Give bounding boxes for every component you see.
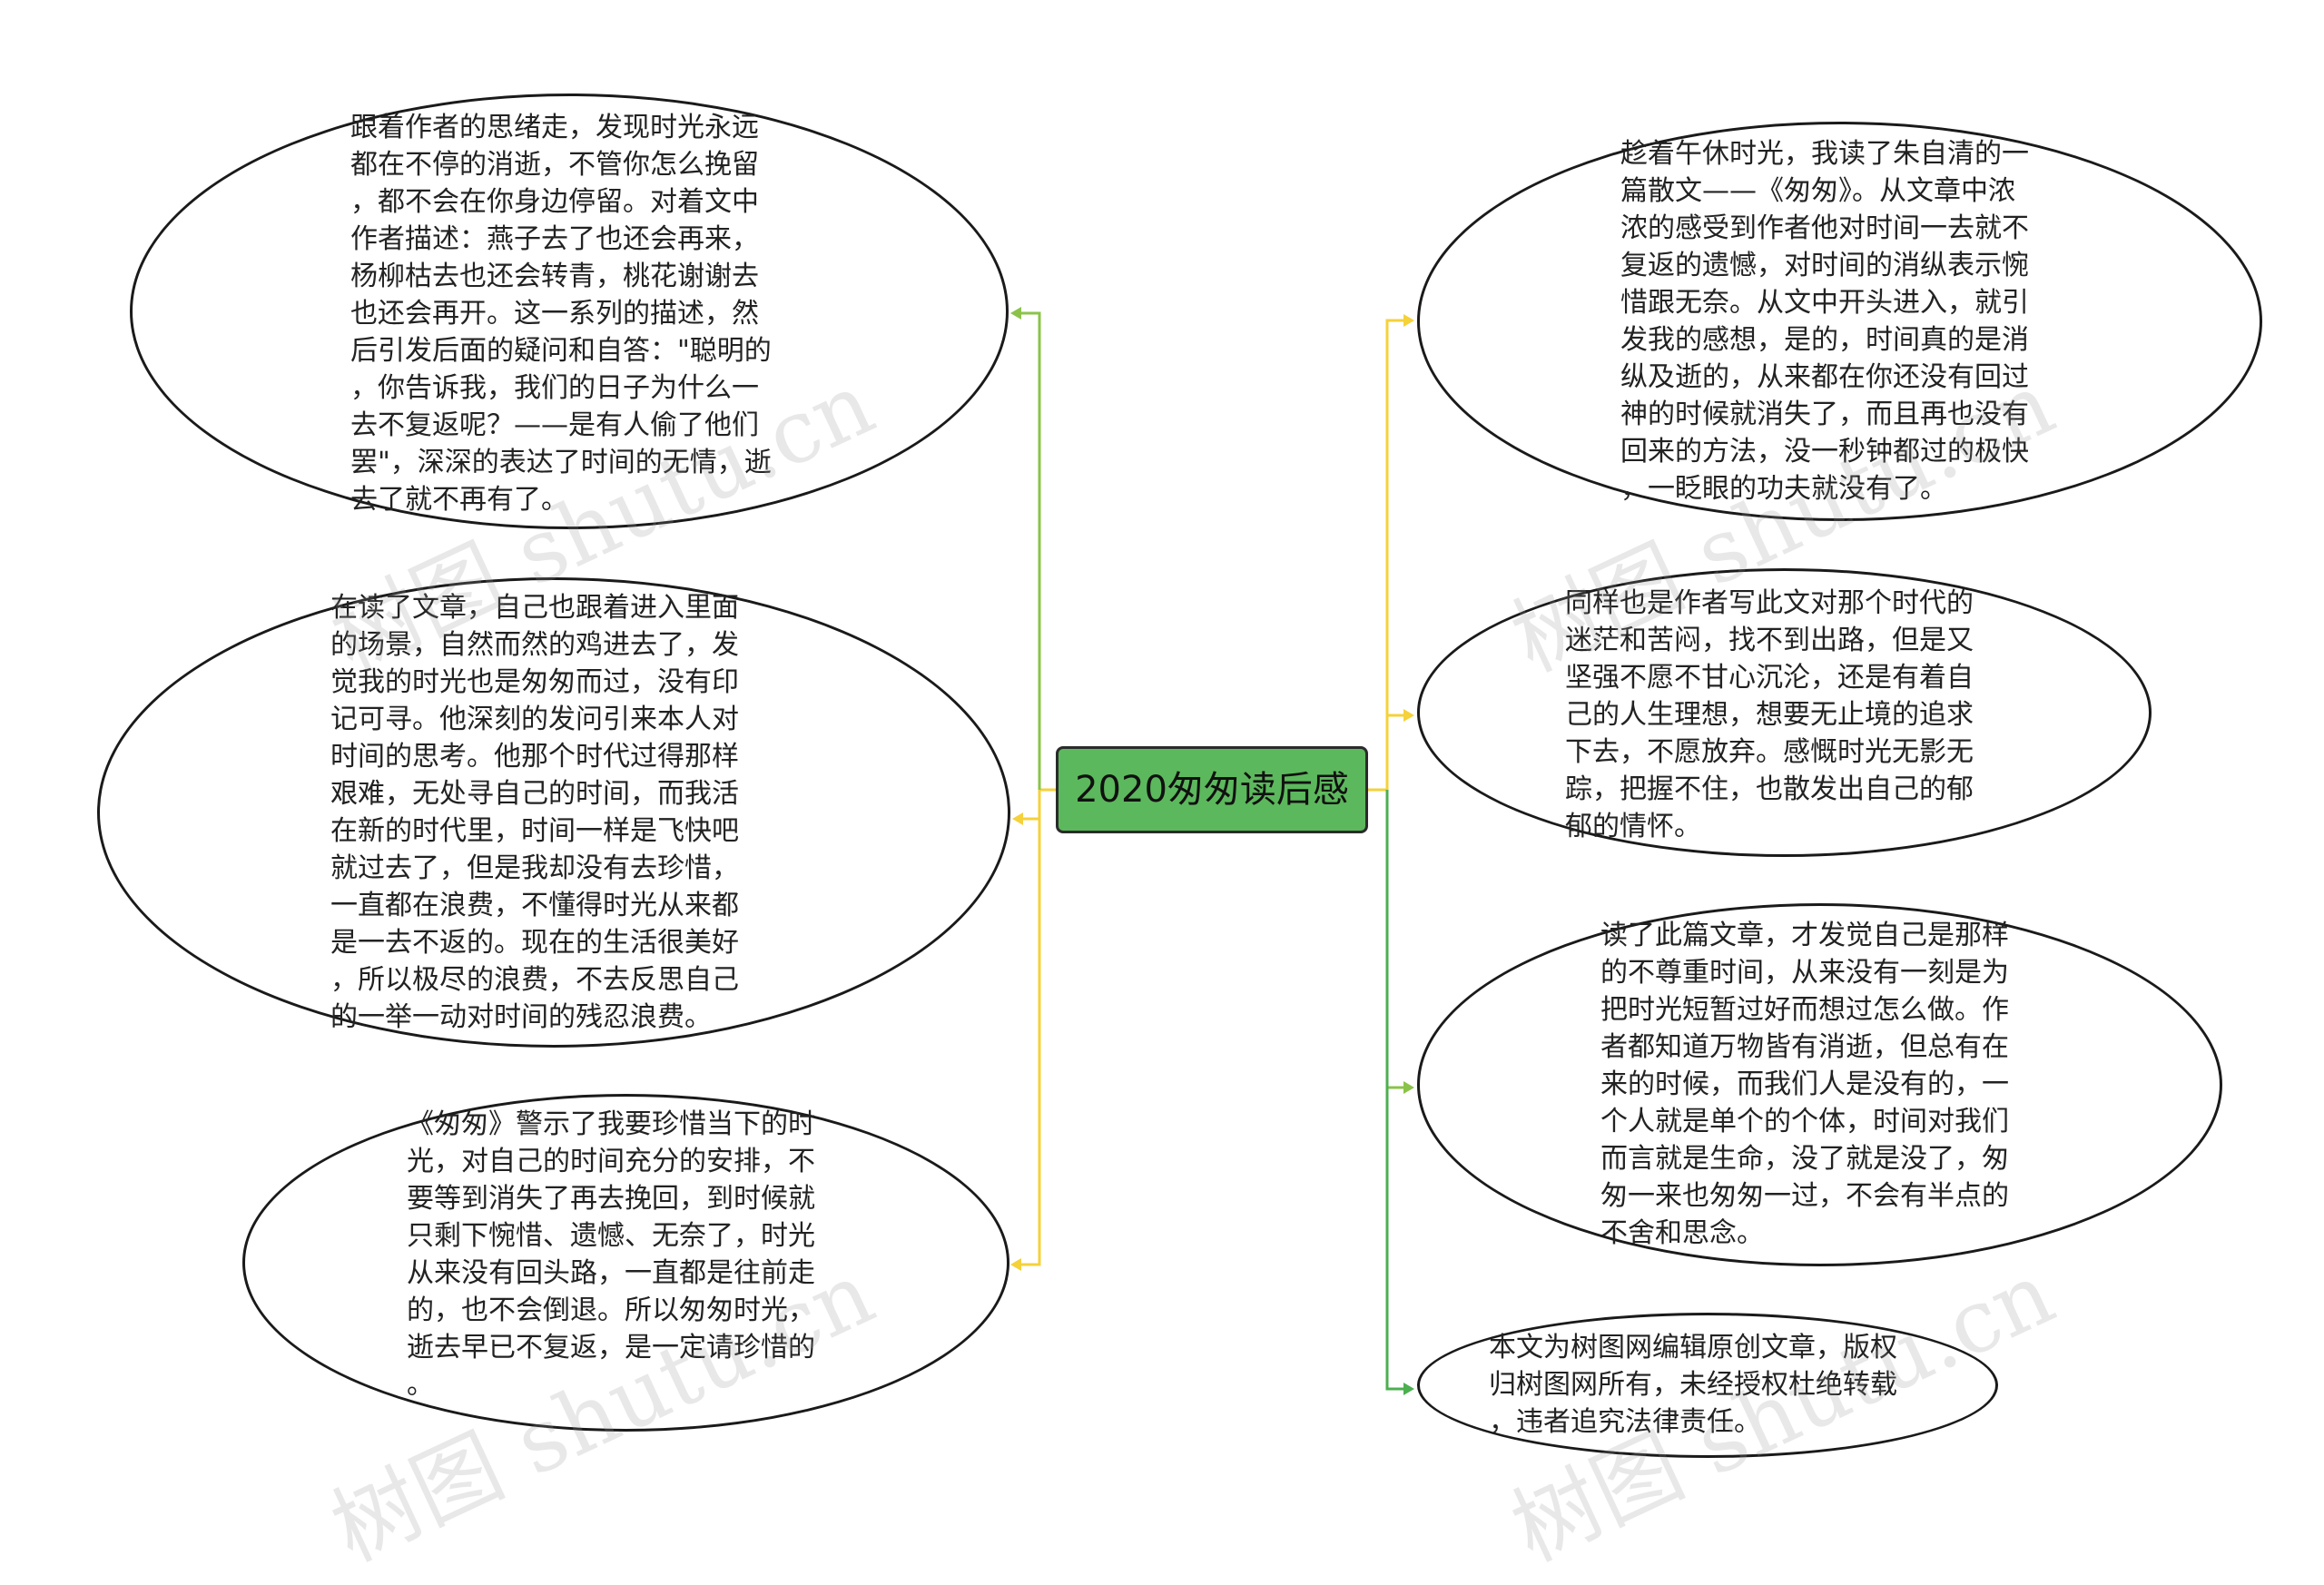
edge-right-node-1 <box>1385 319 1410 790</box>
right-node-3[interactable]: 读了此篇文章，才发觉自己是那样 的不尊重时间，从来没有一刻是为 把时光短暂过好而… <box>1417 903 2222 1266</box>
left-node-3-text: 《匆匆》警示了我要珍惜当下的时 光，对自己的时间充分的安排，不 要等到消失了再去… <box>407 1108 815 1401</box>
right-node-3-text: 读了此篇文章，才发觉自己是那样 的不尊重时间，从来没有一刻是为 把时光短暂过好而… <box>1600 920 2009 1249</box>
arrow-left-node-1 <box>1010 307 1021 320</box>
left-node-1-text: 跟着作者的思绪走，发现时光永远 都在不停的消逝，不管你怎么挽留 ，都不会在你身边… <box>350 112 772 516</box>
arrow-right-node-3 <box>1403 1081 1414 1094</box>
central-topic-label: 2020匆匆读后感 <box>1075 769 1349 811</box>
left-node-2[interactable]: 在读了文章，自己也跟着进入里面 的场景，自然而然的鸡进去了，发 觉我的时光也是匆… <box>97 577 1010 1048</box>
right-node-2-text: 同样也是作者写此文对那个时代的 迷茫和苦闷，找不到出路，但是又 坚强不愿不甘心沉… <box>1565 587 1974 842</box>
right-node-4[interactable]: 本文为树图网编辑原创文章，版权 归树图网所有，未经授权杜绝转载 ，违者追究法律责… <box>1417 1313 1998 1458</box>
arrow-right-node-2 <box>1403 709 1414 722</box>
arrow-left-node-2 <box>1012 812 1023 825</box>
right-node-4-text: 本文为树图网编辑原创文章，版权 归树图网所有，未经授权杜绝转载 ，违者追究法律责… <box>1489 1332 1897 1438</box>
edge-right-node-3 <box>1385 790 1410 1089</box>
edge-right-node-4 <box>1385 790 1410 1391</box>
edge-left-node-1 <box>1015 311 1041 790</box>
edge-left-node-3 <box>1015 790 1041 1266</box>
left-node-2-text: 在读了文章，自己也跟着进入里面 的场景，自然而然的鸡进去了，发 觉我的时光也是匆… <box>330 592 739 1033</box>
arrow-right-node-4 <box>1403 1383 1414 1395</box>
right-node-1[interactable]: 趁着午休时光，我读了朱自清的一 篇散文——《匆匆》。从文章中浓 浓的感受到作者他… <box>1417 122 2262 521</box>
central-topic[interactable]: 2020匆匆读后感 <box>1056 746 1368 833</box>
arrow-right-node-1 <box>1403 314 1414 327</box>
connector-lines <box>1010 307 1414 1395</box>
right-node-1-text: 趁着午休时光，我读了朱自清的一 篇散文——《匆匆》。从文章中浓 浓的感受到作者他… <box>1620 138 2029 505</box>
right-node-2[interactable]: 同样也是作者写此文对那个时代的 迷茫和苦闷，找不到出路，但是又 坚强不愿不甘心沉… <box>1417 568 2152 857</box>
left-node-3[interactable]: 《匆匆》警示了我要珍惜当下的时 光，对自己的时间充分的安排，不 要等到消失了再去… <box>242 1094 1009 1432</box>
arrow-left-node-3 <box>1010 1258 1021 1271</box>
left-node-1[interactable]: 跟着作者的思绪走，发现时光永远 都在不停的消逝，不管你怎么挽留 ，都不会在你身边… <box>130 94 1009 529</box>
edge-right-node-2 <box>1385 714 1410 790</box>
